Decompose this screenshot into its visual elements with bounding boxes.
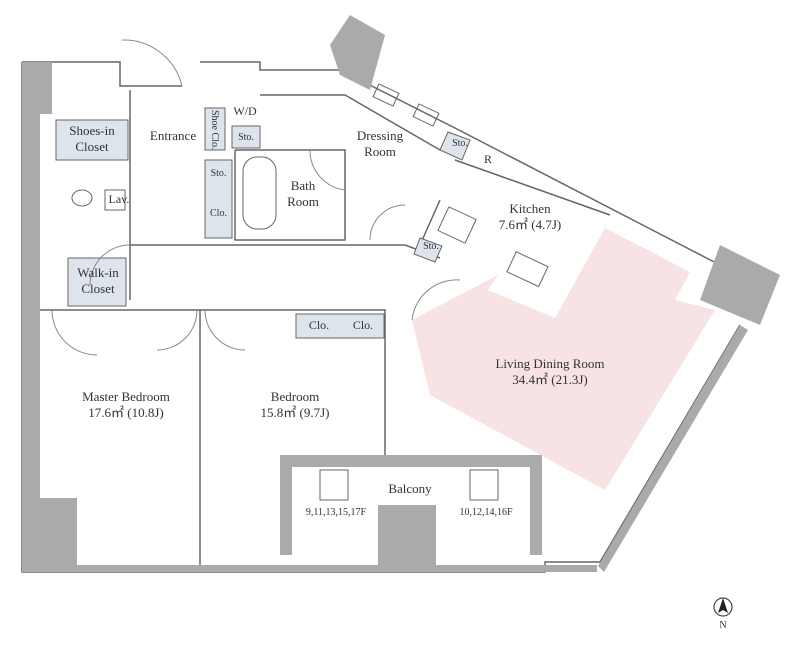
wd-label: W/D [233,104,257,118]
floors-left-label: 9,11,13,15,17F [305,507,367,518]
closet-fills [55,107,471,339]
sto-label-c: Sto. [210,168,227,179]
fixtures [71,83,549,501]
refrigerator-label: R [483,152,492,166]
bedroom-label: Bedroom 15.8㎡ (9.7J) [260,389,330,420]
door-swings [51,39,461,356]
living-dining-label: Living Dining Room 34.4㎡ (21.3J) [495,356,605,387]
walk-in-closet-label: Walk-in Closet [77,265,119,296]
entrance-label: Entrance [149,128,197,143]
wall-blocks [22,15,780,572]
sto-label-b: Sto. [452,138,468,149]
clo-label-a: Clo. [210,208,227,219]
clo-label-b: Clo. [308,318,330,332]
sto-label-a: Sto. [238,132,254,143]
shoe-clo-label: Shoe Clo. [209,110,220,150]
balcony-label: Balcony [388,481,432,496]
living-dining-highlight [412,228,715,490]
kitchen-label: Kitchen 7.6㎡ (4.7J) [498,201,562,232]
clo-label-c: Clo. [352,318,374,332]
floors-right-label: 10,12,14,16F [459,507,513,518]
lav-label: Lav. [108,192,130,206]
bath-room-label: Bath Room [287,178,319,209]
compass-north-label: N [719,620,727,631]
dressing-room-label: Dressing Room [356,128,404,159]
shoes-in-closet-label: Shoes-in Closet [69,123,115,154]
north-compass-icon [713,597,733,617]
sto-label-d: Sto. [423,241,439,252]
master-bedroom-label: Master Bedroom 17.6㎡ (10.8J) [82,389,170,420]
